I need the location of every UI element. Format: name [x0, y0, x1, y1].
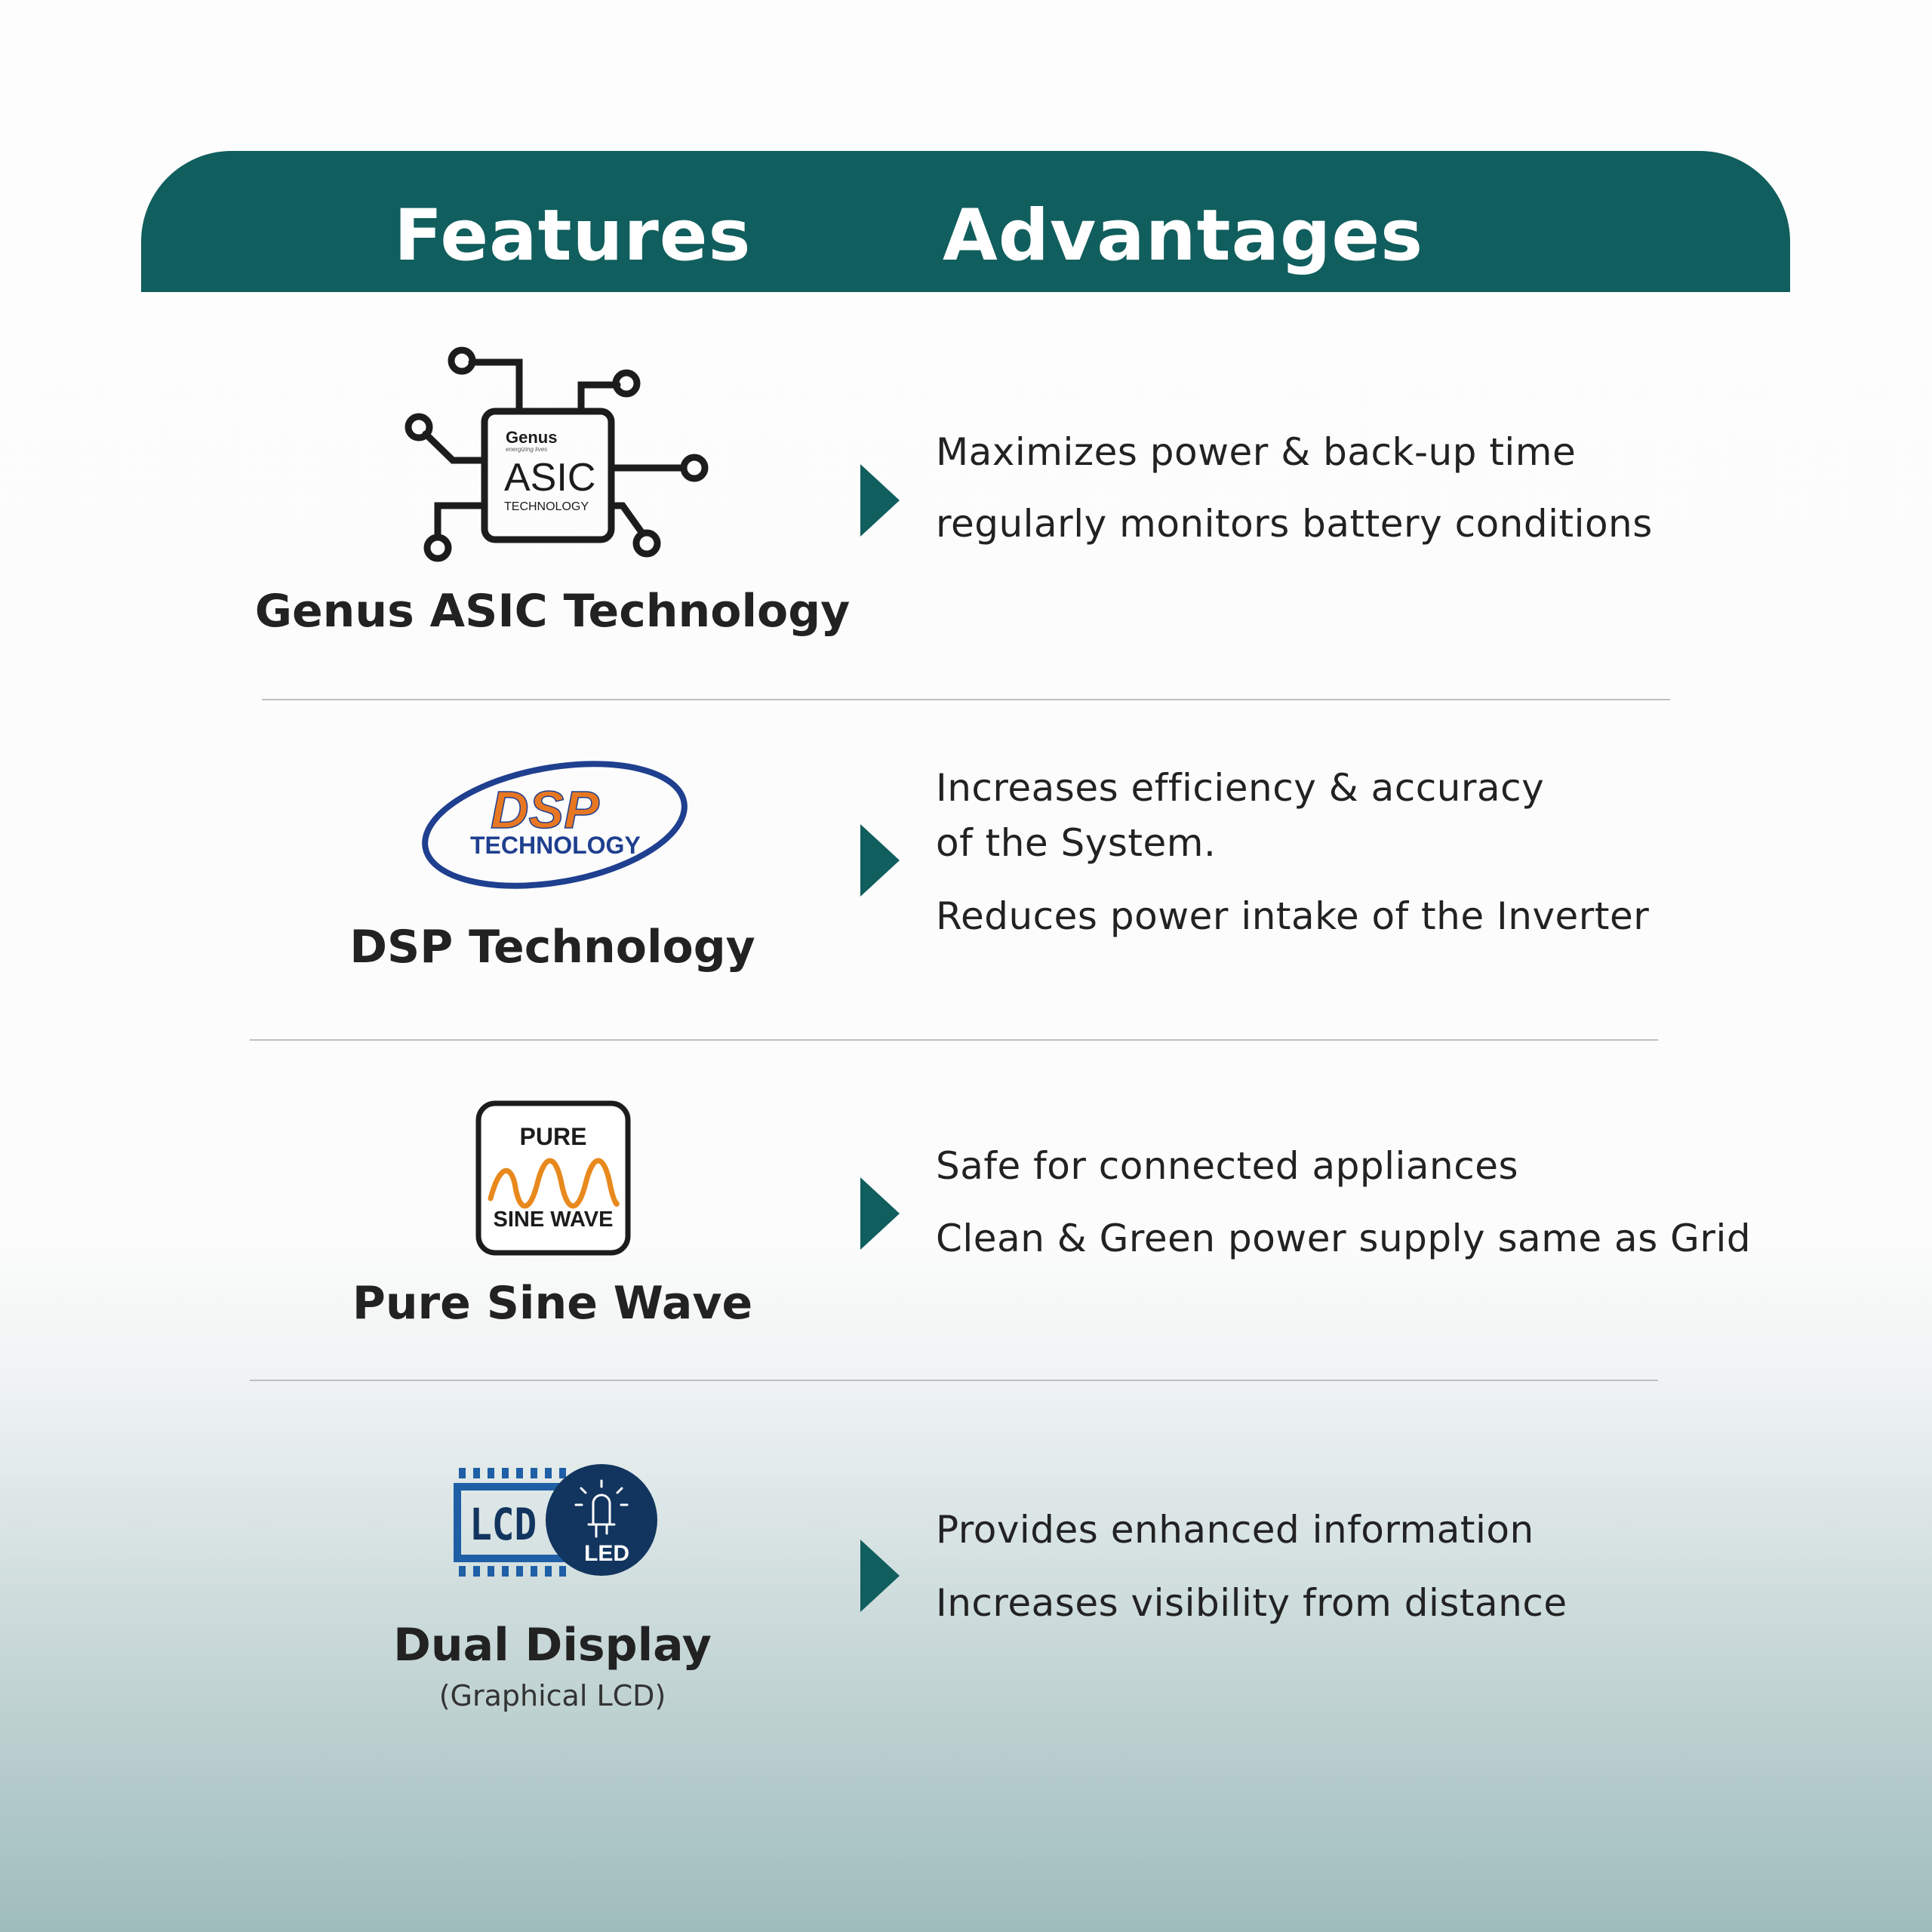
asic-tagline-text: energizing lives: [506, 446, 547, 453]
sine-bottom-text: SINE WAVE: [494, 1208, 614, 1232]
advantage-text: regularly monitors battery conditions: [936, 502, 1653, 546]
advantage-text: of the System.: [936, 821, 1217, 865]
advantages-heading: Advantages: [943, 195, 1424, 277]
led-text: LED: [584, 1541, 629, 1566]
advantage-text: Clean & Green power supply same as Grid: [936, 1217, 1752, 1260]
row-divider: [250, 1380, 1658, 1381]
dsp-main-text: DSP: [491, 780, 599, 839]
asic-chip-icon: Genus energizing lives ASIC TECHNOLOGY: [405, 346, 709, 562]
feature-subtitle-display: (Graphical LCD): [438, 1679, 666, 1712]
sine-wave-icon: PURE SINE WAVE: [475, 1100, 631, 1256]
asic-brand-text: Genus: [506, 428, 557, 447]
arrow-icon: [860, 1177, 900, 1250]
table-header: Features Advantages: [141, 151, 1790, 292]
advantage-text: Increases visibility from distance: [936, 1581, 1567, 1625]
advantage-text: Provides enhanced information: [936, 1508, 1534, 1552]
feature-title-sine: Pure Sine Wave: [352, 1277, 753, 1330]
asic-sub-text: TECHNOLOGY: [504, 500, 589, 513]
advantage-text: Maximizes power & back-up time: [936, 430, 1577, 474]
advantage-text: Reduces power intake of the Inverter: [936, 894, 1650, 938]
row-divider: [250, 1039, 1658, 1041]
features-heading: Features: [394, 195, 752, 277]
feature-title-dsp: DSP Technology: [349, 921, 755, 974]
lcd-text: LCD: [469, 1499, 537, 1550]
dsp-logo-icon: DSP TECHNOLOGY: [422, 761, 688, 889]
arrow-icon: [860, 1540, 900, 1612]
feature-title-display: Dual Display: [393, 1619, 712, 1672]
dsp-sub-text: TECHNOLOGY: [470, 832, 641, 859]
arrow-icon: [860, 824, 900, 897]
arrow-icon: [860, 464, 900, 537]
feature-title-asic: Genus ASIC Technology: [254, 585, 851, 638]
asic-main-text: ASIC: [504, 456, 595, 500]
sine-top-text: PURE: [520, 1123, 587, 1150]
row-divider: [262, 699, 1670, 700]
advantage-text: Safe for connected appliances: [936, 1144, 1519, 1188]
advantage-text: Increases efficiency & accuracy: [936, 766, 1545, 810]
lcd-led-icon: LCD LED: [454, 1464, 657, 1577]
